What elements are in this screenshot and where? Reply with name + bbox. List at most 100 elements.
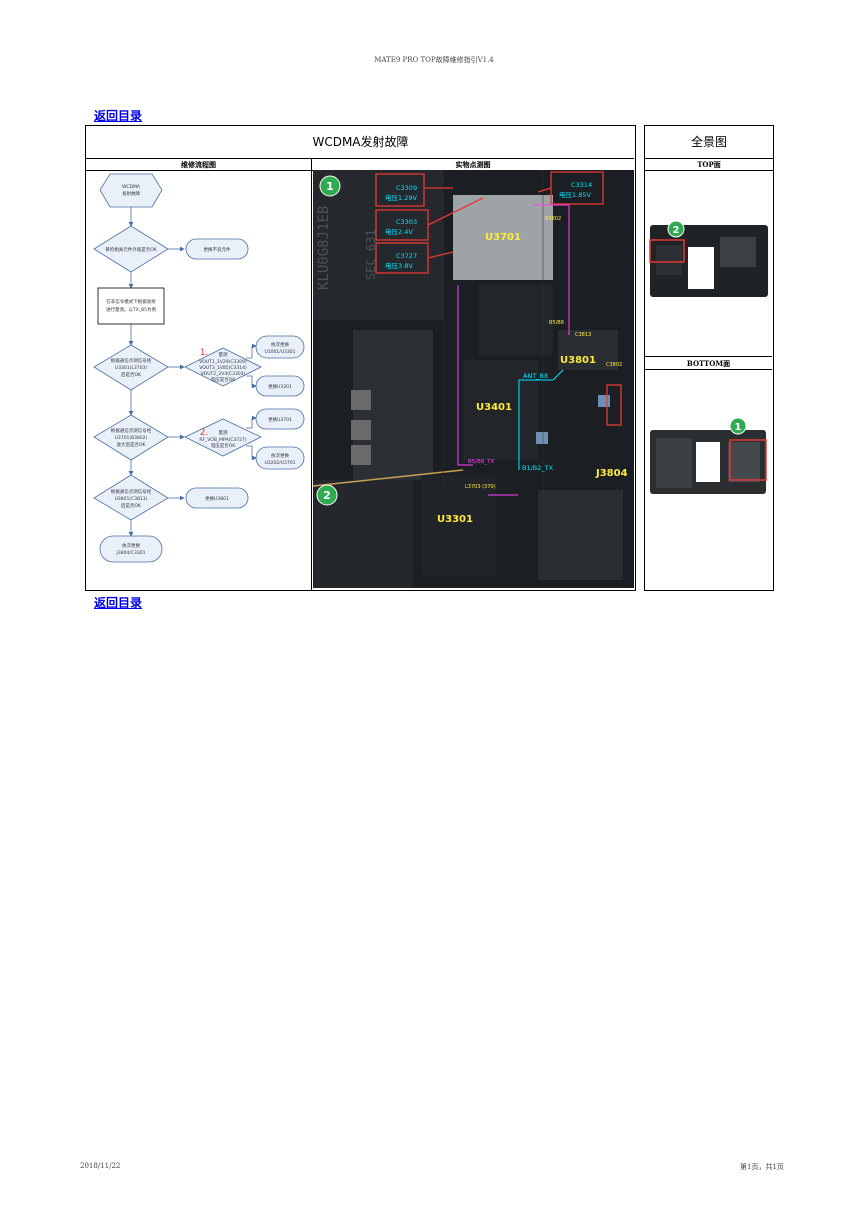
flow-column-header: 维修流程图 xyxy=(86,158,312,171)
flow-replace-u3701-box xyxy=(255,408,305,430)
flow-end-label-2: J3804/C3301 xyxy=(116,550,146,556)
flow-measure-2 xyxy=(184,418,262,457)
flow-m2-number: 2. xyxy=(200,428,209,438)
top-side-label: TOP面 xyxy=(645,158,773,171)
c3309-label: C3309 xyxy=(396,184,417,192)
flow-decision-2 xyxy=(93,344,169,391)
flow-start-label-1: WCDMA xyxy=(122,184,141,190)
flow-end-box xyxy=(99,535,163,563)
flow-m1-label-4: 电压是否OK xyxy=(211,376,237,383)
c3813-label: C3813 xyxy=(575,332,591,338)
flow-replace-u3301-box xyxy=(255,375,305,397)
back-to-toc-link-bottom[interactable]: 返回目录 xyxy=(94,596,143,610)
flow-b4-label: 更换U3701 xyxy=(268,416,292,423)
ant-b8-label: ANT_B8 xyxy=(523,372,548,380)
flow-d4-label-1: 根据通信点测信号经 xyxy=(111,488,152,495)
board-photo: KLU0G8J1EB SEC 631 1 2 C3309 电压1.29V C33… xyxy=(313,170,634,588)
svg-text:2: 2 xyxy=(673,225,680,236)
top-side-panorama: 2 xyxy=(649,220,768,297)
flow-b5-label-1: 依次更换 xyxy=(271,452,289,459)
flow-d4-label-2: U3801(C3813) xyxy=(115,496,148,502)
flow-m1-label-1: VOUT1_1V29(C3309) xyxy=(199,359,247,365)
j3804-highlight xyxy=(606,384,622,426)
bottom-panorama-badge: 1 xyxy=(729,417,747,435)
flow-decision-3 xyxy=(93,414,169,461)
flow-d1-label: 目检相关元件外观是否OK xyxy=(105,246,158,253)
flow-decision-1 xyxy=(93,225,169,273)
b5b8-tx-label: B5/B8_TX xyxy=(468,459,495,465)
svg-text:1: 1 xyxy=(735,422,742,433)
footer-page: 第1页，共1页 xyxy=(740,1163,784,1171)
flow-m1-number: 1. xyxy=(200,348,209,358)
panorama-table: 全景图 TOP面 BOTTOM面 xyxy=(644,125,774,591)
badge-2: 2 xyxy=(316,484,338,506)
flow-m2-label-2: 电压是否OK xyxy=(211,442,237,449)
flow-b1-label: 更换不良元件 xyxy=(204,246,231,253)
c3303-voltage: 电压2.4V xyxy=(385,227,413,236)
flow-replace-u1001-box xyxy=(255,335,305,359)
flow-replace-component-box xyxy=(185,238,249,260)
repair-flowchart: WCDMA 发射故障 目检相关元件外观是否OK 更换不良元件 在非信令模式下根据… xyxy=(93,173,305,563)
main-title: WCDMA发射故障 xyxy=(312,135,409,149)
flow-b3-label: 更换U3301 xyxy=(268,383,292,390)
flow-d2-label-1: 根据通信点测信号经 xyxy=(111,357,152,364)
c3802-label: C3802 xyxy=(606,362,622,368)
c3309-voltage: 电压1.29V xyxy=(385,193,417,202)
flow-replace-u3801-box xyxy=(185,487,249,509)
c3727-label: C3727 xyxy=(396,252,417,260)
back-to-toc-link-top[interactable]: 返回目录 xyxy=(94,109,143,123)
svg-text:2: 2 xyxy=(323,489,331,502)
flow-b6-label: 更换U3801 xyxy=(205,495,229,502)
flow-process-box xyxy=(97,287,165,325)
u3301-label: U3301 xyxy=(437,514,473,525)
flow-d4-label-3: 后是否OK xyxy=(121,502,142,509)
c3314-label: C3314 xyxy=(571,181,592,189)
main-table: WCDMA发射故障 维修流程图 实物点测图 xyxy=(85,125,636,591)
flow-d3-label-1: 根据通信点测信号经 xyxy=(111,427,152,434)
top-region-highlight xyxy=(649,239,685,263)
flow-b5-label-2: U3202/U3701 xyxy=(264,460,295,466)
chip-marking-1: KLU0G8J1EB xyxy=(316,206,332,290)
flow-b2-label-2: U1001/U3301 xyxy=(264,349,295,355)
flow-p1-label-1: 在非信令模式下根据发射 xyxy=(106,298,156,305)
bottom-region-highlight xyxy=(729,439,767,481)
c3303-label: C3303 xyxy=(396,218,417,226)
j3804-label: J3804 xyxy=(595,468,628,479)
footer-date: 2018/11/22 xyxy=(80,1162,121,1170)
u3401-label: U3401 xyxy=(476,402,512,413)
bottom-side-panorama: 1 xyxy=(650,417,767,494)
flow-start-hexagon xyxy=(99,173,163,208)
panorama-divider xyxy=(645,356,772,357)
flow-d3-label-3: 放大后是否OK xyxy=(117,441,147,448)
b3802-label: B3802 xyxy=(545,216,561,222)
flow-m2-title: 量测 xyxy=(219,429,228,436)
flow-start-label-2: 发射故障 xyxy=(122,190,140,197)
flow-d2-label-3: 后是否OK xyxy=(121,371,142,378)
u3801-label: U3801 xyxy=(560,355,596,366)
flow-m1-title: 量测 xyxy=(219,351,228,358)
flow-b2-label-1: 依次更换 xyxy=(271,341,289,348)
column-divider xyxy=(311,170,312,590)
u3701-label: U3701 xyxy=(485,232,521,243)
l3703-label: L3703 (370) xyxy=(465,484,496,490)
b5b8-label: B5/B8 xyxy=(549,320,564,326)
b1b2-tx-label: B1/B2_TX xyxy=(522,464,554,472)
panorama-title: 全景图 xyxy=(690,135,727,149)
badge-1: 1 xyxy=(319,175,341,197)
c3309-callout-box xyxy=(375,173,425,207)
flow-replace-u3202-box xyxy=(255,446,305,470)
flow-d2-label-2: U3301(L3703) xyxy=(115,365,147,371)
flow-m2-label-1: RF_VOB_MPA(C3727) xyxy=(199,437,247,443)
flow-m1-label-2: VOUT3_1V85(C3314) xyxy=(199,365,247,371)
document-header: MATE9 PRO TOP故障维修指引V1.4 xyxy=(374,56,494,64)
flow-decision-4 xyxy=(93,474,169,521)
flow-m1-label-3: VOUT2_2V4(C3303) xyxy=(201,371,246,377)
flow-measure-1 xyxy=(184,347,262,387)
flow-p1-label-2: 进行量测。以TX_B5为例 xyxy=(106,306,157,313)
top-panorama-badge: 2 xyxy=(667,220,685,238)
bottom-side-label: BOTTOM面 xyxy=(645,358,772,370)
chip-marking-2: SEC 631 xyxy=(364,229,378,280)
c3727-voltage: 电压3.8V xyxy=(385,261,413,270)
svg-text:1: 1 xyxy=(326,180,334,193)
flow-end-label-1: 依次更换 xyxy=(122,542,140,549)
